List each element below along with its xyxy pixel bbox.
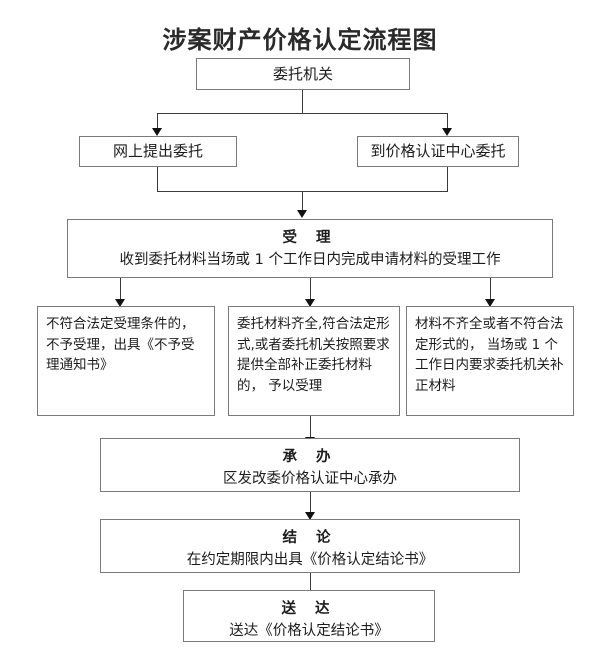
node-delivery: 送 达 送达《价格认定结论书》	[183, 590, 435, 642]
node-handling-detail: 区发改委价格认证中心承办	[223, 470, 397, 487]
arrowhead-conclusion	[305, 512, 315, 520]
node-reject: 不符合法定受理条件的，不予受理，出具《不予受理通知书》	[37, 306, 215, 416]
node-handling: 承 办 区发改委价格认证中心承办	[100, 438, 520, 492]
connector-drop-online	[157, 113, 158, 129]
connector-accept-to-handling	[310, 416, 311, 438]
node-online-request: 网上提出委托	[79, 136, 237, 167]
connector-drop-center	[447, 113, 448, 129]
arrowhead-online	[152, 128, 162, 136]
arrowhead-acceptance	[297, 210, 307, 218]
connector-split-bar-top	[157, 113, 448, 114]
connector-merge-stem	[302, 191, 303, 211]
connector-drop-accept	[310, 278, 311, 300]
node-conclusion: 结 论 在约定期限内出具《价格认定结论书》	[100, 519, 520, 573]
node-delivery-heading: 送 达	[281, 601, 337, 617]
node-conclusion-heading: 结 论	[282, 530, 338, 546]
node-acceptance: 受 理 收到委托材料当场或 1 个工作日内完成申请材料的受理工作	[67, 219, 553, 278]
node-accept-detail: 委托材料齐全,符合法定形式,或者委托机关按照要求提供全部补正委托材料的， 予以受…	[237, 316, 390, 394]
node-online-request-label: 网上提出委托	[112, 142, 203, 161]
connector-merge-right	[447, 167, 448, 191]
node-acceptance-heading: 受 理	[282, 230, 338, 246]
node-center-request-label: 到价格认证中心委托	[370, 142, 506, 161]
node-entrust-authority-label: 委托机关	[272, 64, 333, 83]
arrowhead-supplement	[485, 299, 495, 307]
page-title: 涉案财产价格认定流程图	[162, 25, 438, 54]
connector-entrust-stem	[302, 90, 303, 113]
connector-conclusion-to-delivery	[310, 573, 311, 594]
arrowhead-center	[442, 128, 452, 136]
node-acceptance-detail: 收到委托材料当场或 1 个工作日内完成申请材料的受理工作	[119, 251, 501, 268]
node-entrust-authority: 委托机关	[196, 58, 410, 90]
node-handling-heading: 承 办	[282, 449, 338, 465]
node-reject-detail: 不符合法定受理条件的，不予受理，出具《不予受理通知书》	[46, 316, 195, 374]
connector-drop-reject	[120, 278, 121, 300]
arrowhead-accept	[305, 299, 315, 307]
connector-handling-to-conclusion	[310, 492, 311, 513]
connector-merge-left	[157, 167, 158, 191]
connector-drop-supplement	[490, 278, 491, 300]
node-accept: 委托材料齐全,符合法定形式,或者委托机关按照要求提供全部补正委托材料的， 予以受…	[228, 306, 400, 416]
arrowhead-reject	[115, 299, 125, 307]
node-supplement: 材料不齐全或者不符合法定形式的， 当场或 1 个工作日内要求委托机关补正材料	[406, 306, 574, 416]
node-supplement-detail: 材料不齐全或者不符合法定形式的， 当场或 1 个工作日内要求委托机关补正材料	[415, 316, 564, 394]
node-center-request: 到价格认证中心委托	[357, 136, 519, 167]
node-conclusion-detail: 在约定期限内出具《价格认定结论书》	[186, 551, 434, 568]
node-delivery-detail: 送达《价格认定结论书》	[229, 622, 389, 639]
